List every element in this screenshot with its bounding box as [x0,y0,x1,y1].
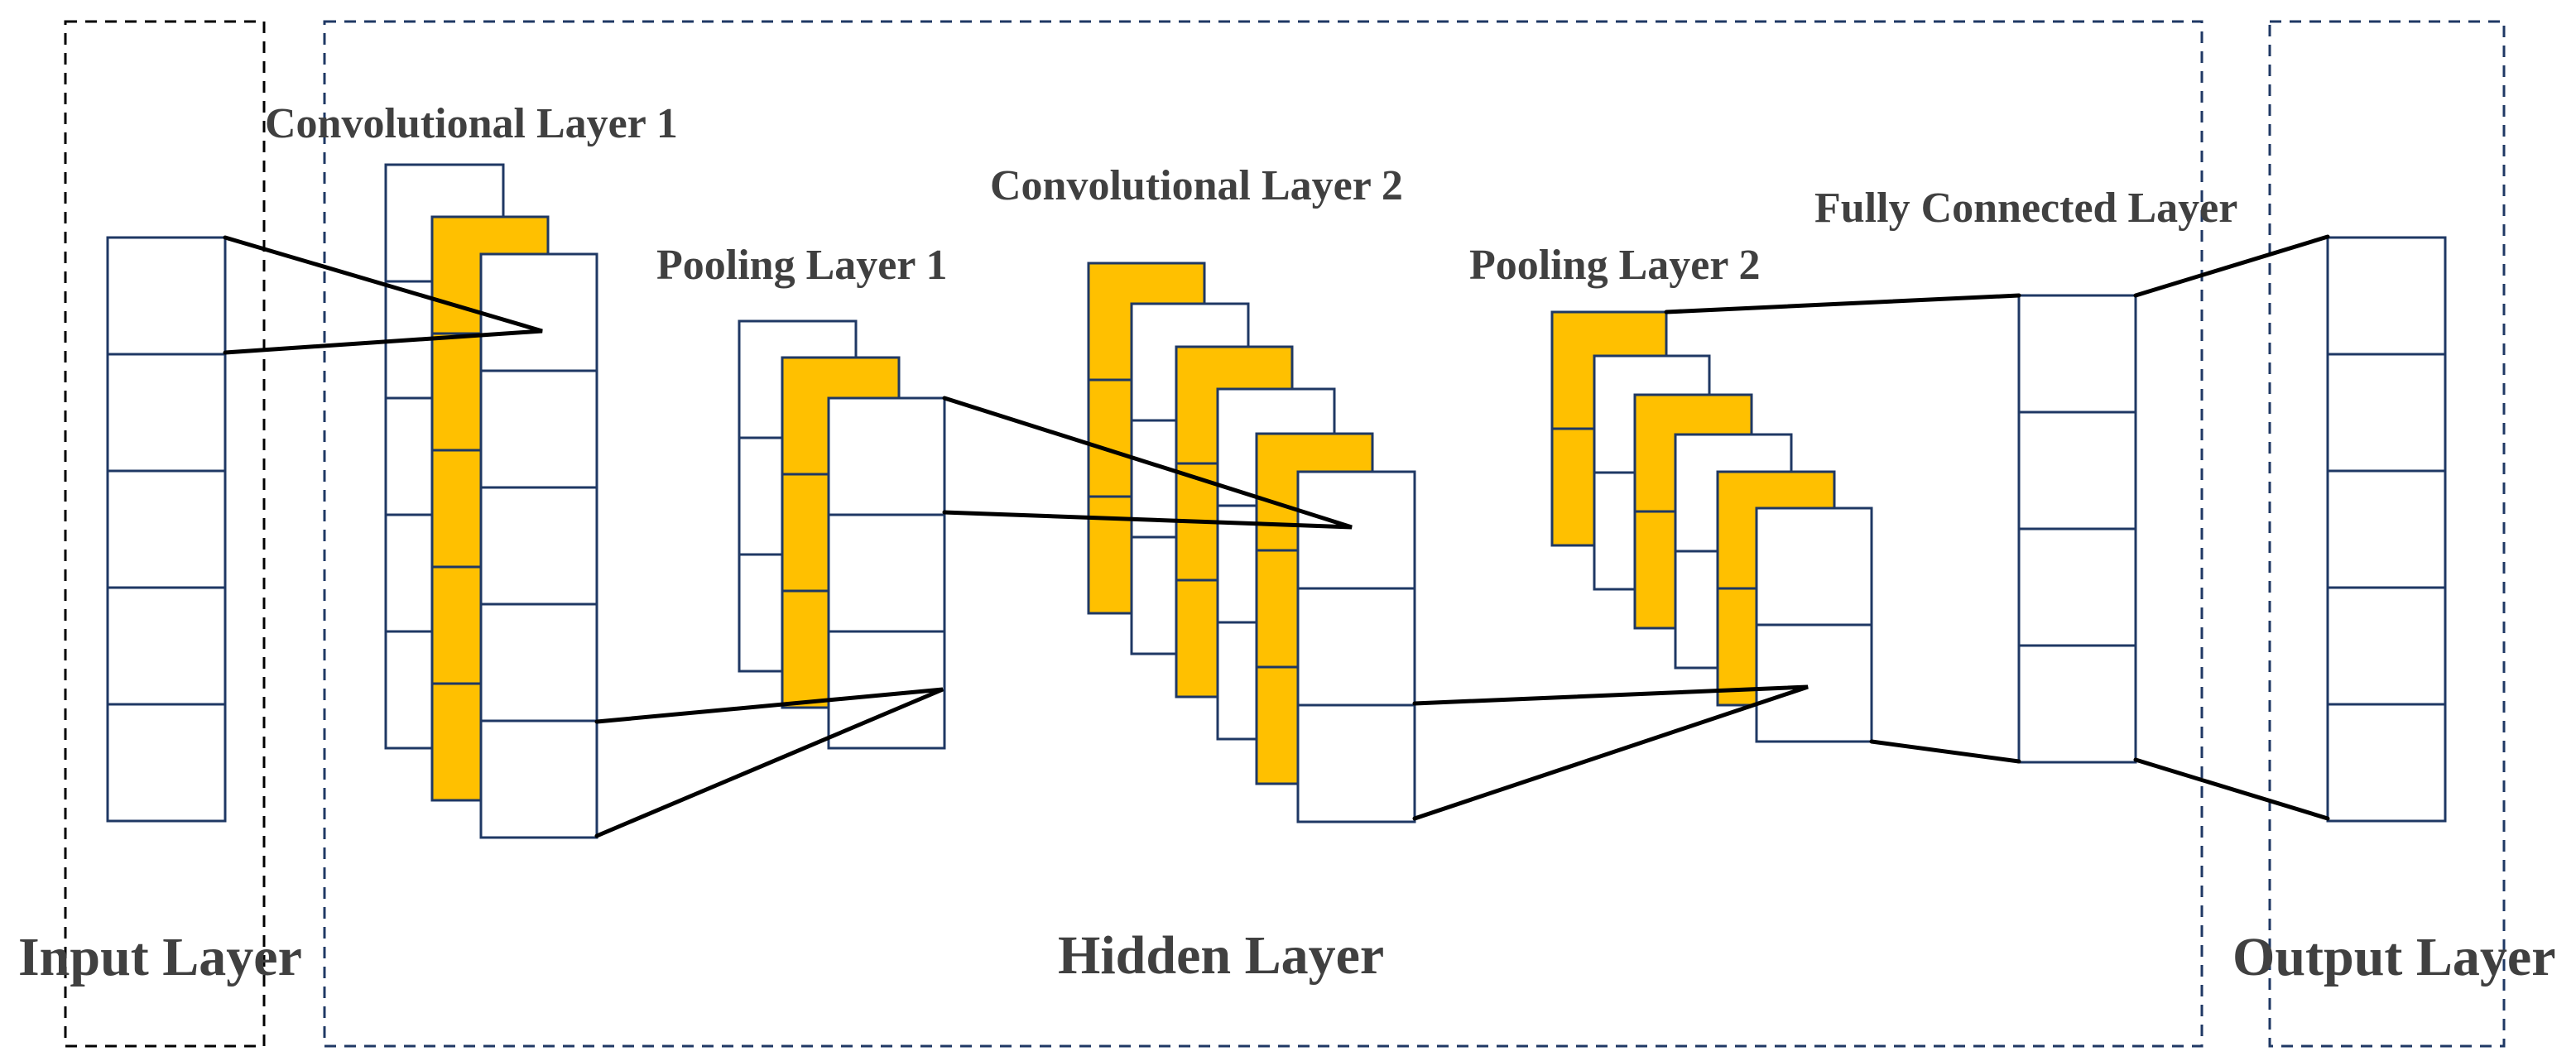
output-layer-map-cell [2326,586,2447,706]
output-layer-map-cell [2326,703,2447,823]
connectors [223,234,2330,838]
layer-stacks [106,163,2447,839]
hidden-layer-frame [323,20,2204,1048]
fully-connected-map-cell [2017,644,2137,764]
connector-fc-to-output-bottom [2133,757,2330,821]
fully-connected-map-cell [2017,294,2137,414]
conv1-map-3-cell [479,252,598,372]
output-layer-label: Output Layer [2232,927,2556,987]
conv1-map-3 [479,252,598,839]
hidden-layer-label: Hidden Layer [1058,925,1384,986]
fully-connected-map-cell [2017,527,2137,647]
output-layer-map-cell [2326,469,2447,589]
connector-conv2-to-pool2 [1412,684,1809,821]
fc-label: Fully Connected Layer [1814,185,2237,232]
input-layer-map-cell [106,469,227,589]
connector-conv1-to-pool1 [594,687,944,838]
input-layer-map-cell [106,586,227,706]
conv1-map-3-cell [479,603,598,723]
pool1-map-3-cell [827,396,946,516]
connector-input-to-conv1 [223,235,543,355]
pool1-map-3-cell [827,513,946,633]
connector-pool2-to-fc-top [1664,293,2021,314]
output-layer-map [2326,236,2447,823]
pool2-map-6 [1755,506,1873,743]
output-layer-map-cell [2326,236,2447,356]
conv2-map-6-cell [1296,470,1416,590]
connector-fc-to-output-top [2133,234,2330,298]
input-layer-map-cell [106,703,227,823]
conv1-map-3-cell [479,486,598,606]
fully-connected-map [2017,294,2137,764]
output-layer-frame [2268,20,2506,1048]
fully-connected-map-cell [2017,410,2137,530]
connector-pool1-to-conv2 [942,396,1353,530]
output-layer-map-cell [2326,353,2447,473]
conv2-map-6-cell [1296,587,1416,707]
pool2-map-6-cell [1755,506,1873,627]
pool1-label: Pooling Layer 1 [656,242,947,289]
input-layer-map-cell [106,236,227,356]
input-layer-label: Input Layer [18,927,302,987]
input-layer-map-cell [106,353,227,473]
pool2-label: Pooling Layer 2 [1469,242,1760,289]
conv2-label: Convolutional Layer 2 [990,162,1403,209]
conv2-map-6-cell [1296,703,1416,823]
input-layer-frame [64,20,266,1048]
connector-pool2-to-fc-bottom [1869,739,2021,764]
pool2-map-6-cell [1755,623,1873,743]
conv1-label: Convolutional Layer 1 [265,100,678,147]
input-layer-map [106,236,227,823]
conv1-map-3-cell [479,719,598,839]
conv1-map-3-cell [479,369,598,489]
conv2-map-6 [1296,470,1416,823]
